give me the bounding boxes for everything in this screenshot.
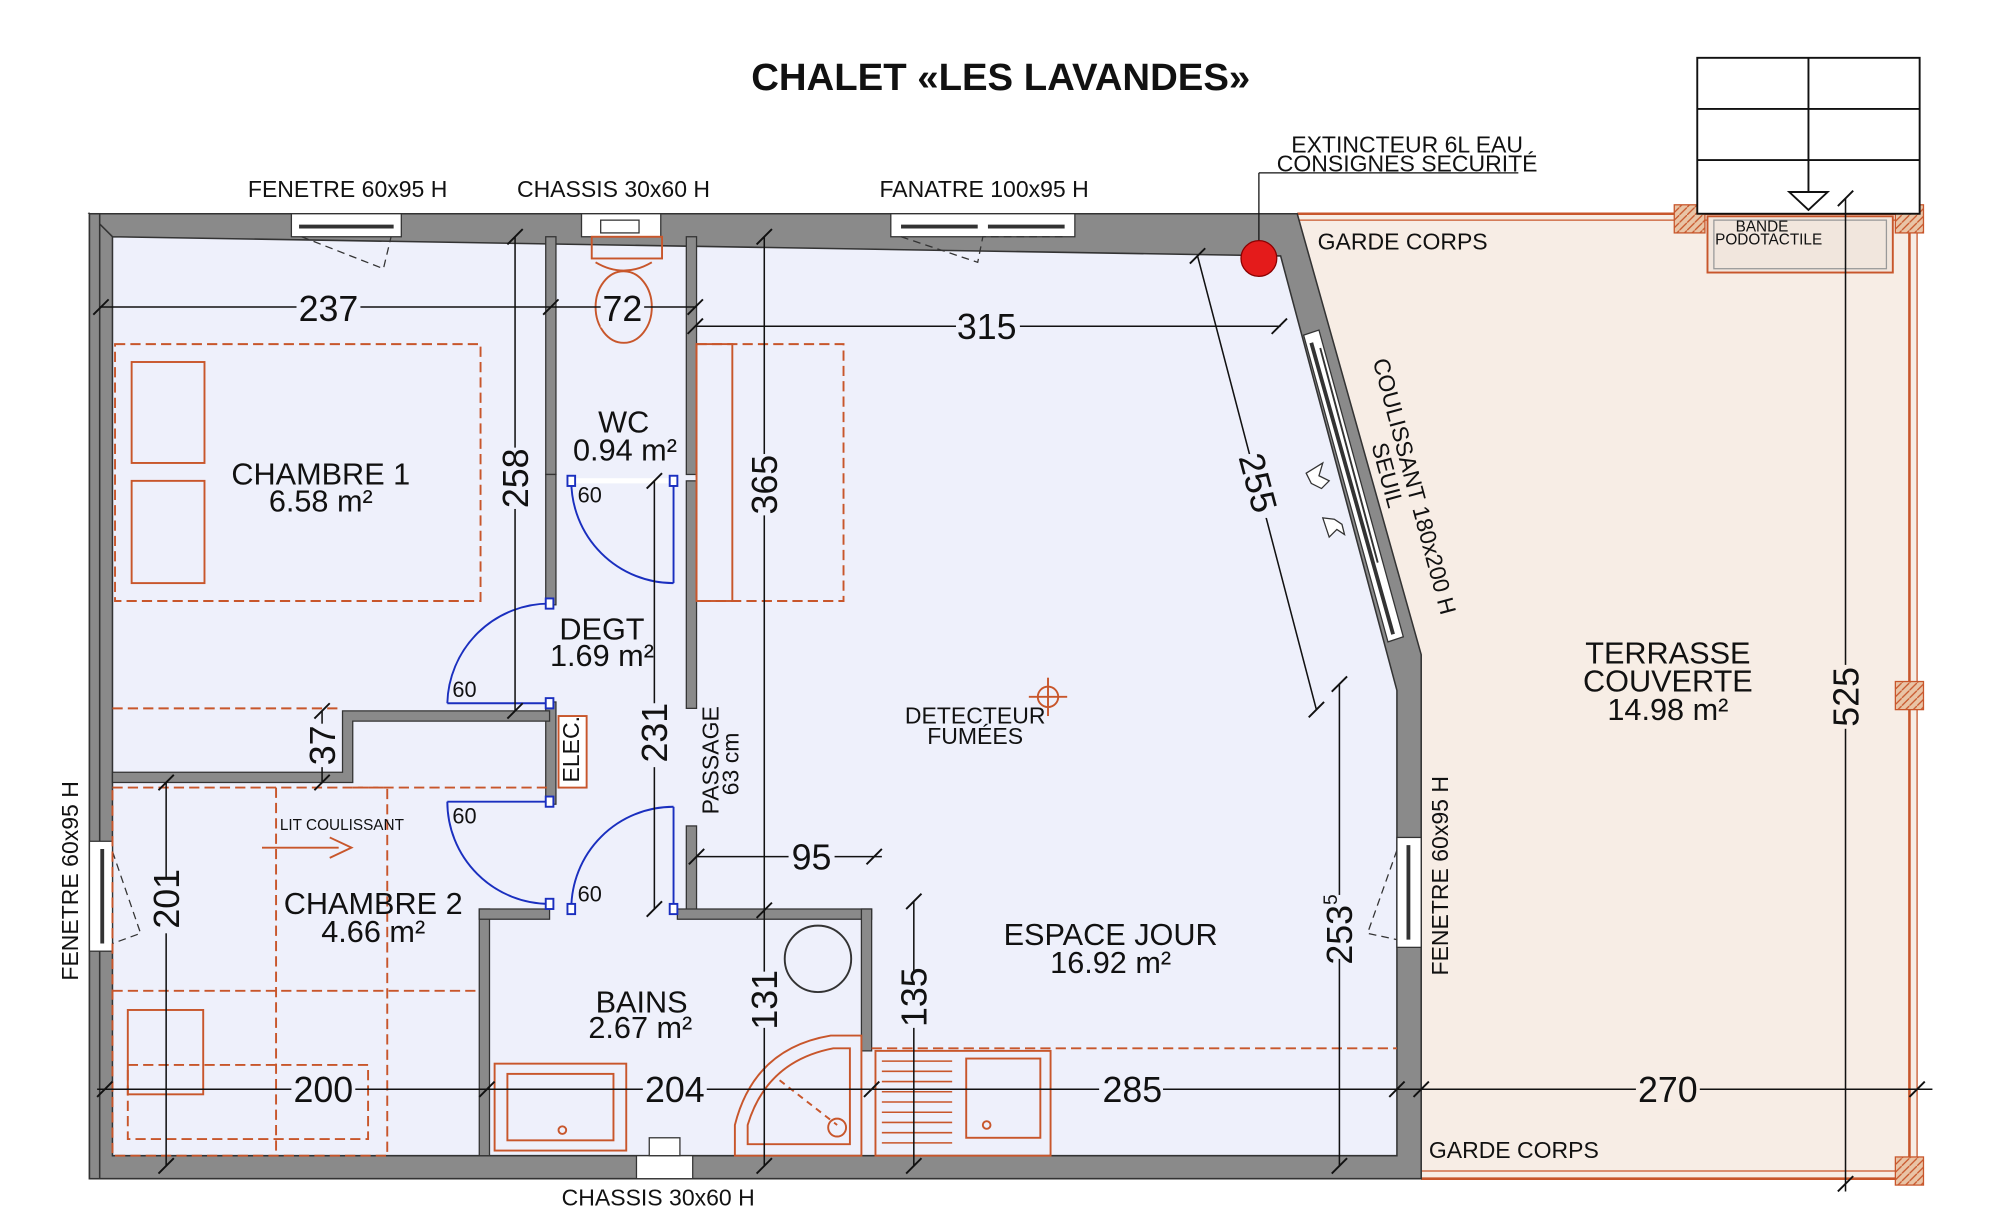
room-area-espace-jour: 16.92 m²	[1050, 946, 1171, 980]
room-name-espace-jour: ESPACE JOUR	[1004, 918, 1218, 952]
label-extincteur-1: EXTINCTEUR 6L EAU	[1291, 131, 1523, 157]
elec-label: ELEC.	[558, 716, 584, 782]
tactile-strip	[1706, 215, 1894, 274]
dim-285: 285	[1103, 1070, 1163, 1110]
label-garde-corps-bottom: GARDE CORPS	[1429, 1137, 1599, 1163]
sliding-door	[1302, 329, 1405, 643]
room-name-bains: BAINS	[596, 986, 688, 1020]
dim-131: 131	[745, 970, 785, 1030]
label-fanatre-top: FANATRE 100x95 H	[879, 176, 1088, 202]
room-area-degt: 1.69 m²	[550, 639, 654, 673]
room-area-bains: 2.67 m²	[588, 1011, 692, 1045]
label-fenetre-top: FENETRE 60x95 H	[248, 176, 447, 202]
dim-135: 135	[895, 967, 935, 1027]
room-name-chambre2: CHAMBRE 2	[284, 887, 463, 921]
label-garde-corps-top: GARDE CORPS	[1318, 229, 1488, 255]
dim-72: 72	[603, 289, 643, 329]
room-name-degt: DEGT	[559, 612, 644, 646]
dim-253-sup: 5	[1321, 894, 1342, 905]
window-espace-jour	[890, 213, 1076, 264]
window-bains	[635, 1137, 694, 1180]
dim-258: 258	[496, 448, 536, 508]
post	[1894, 1156, 1925, 1186]
dim-270: 270	[1638, 1070, 1698, 1110]
door-width-chambre2: 60	[452, 803, 476, 828]
dim-253-main: 253	[1320, 905, 1360, 965]
label-fenetre-right: FENETRE 60x95 H	[1427, 776, 1453, 975]
dim-201: 201	[147, 869, 187, 929]
label-detecteur-2: FUMÉES	[927, 723, 1023, 749]
dimension-ticks	[92, 190, 1926, 1193]
furniture	[111, 235, 1397, 1157]
door-width-wc: 60	[578, 483, 602, 508]
exterior-walls	[87, 211, 1422, 1180]
electrical-panel	[557, 715, 588, 789]
window-wc	[580, 213, 662, 238]
dim-365: 365	[745, 455, 785, 515]
dim-204: 204	[645, 1070, 705, 1110]
window-chambre2	[88, 840, 142, 952]
label-lit-coulissant: LIT COULISSANT	[280, 817, 405, 834]
label-detecteur-1: DETECTEUR	[905, 703, 1046, 729]
room-name-chambre1: CHAMBRE 1	[231, 458, 410, 492]
room-area-wc: 0.94 m²	[573, 433, 677, 467]
interior-floor	[89, 213, 1422, 1179]
room-area-chambre1: 6.58 m²	[269, 485, 373, 519]
dim-237: 237	[299, 289, 359, 329]
dim-37: 37	[303, 726, 343, 766]
label-extincteur-2: CONSIGNES SECURITÉ	[1277, 151, 1538, 177]
dim-253: 2535	[1320, 894, 1360, 964]
post	[1894, 680, 1925, 711]
door-width-chambre1: 60	[452, 677, 476, 702]
label-chassis-bottom: CHASSIS 30x60 H	[562, 1185, 755, 1211]
dim-525: 525	[1826, 667, 1866, 727]
window-espace-jour-right	[1366, 836, 1422, 948]
smoke-detector-icon	[1028, 677, 1068, 717]
stairs	[1696, 56, 1921, 215]
room-area-chambre2: 4.66 m²	[321, 915, 425, 949]
dim-95: 95	[792, 837, 832, 877]
label-fenetre-left: FENETRE 60x95 H	[57, 781, 83, 980]
room-name-wc: WC	[598, 405, 649, 439]
dim-231: 231	[635, 703, 675, 763]
label-chassis-top: CHASSIS 30x60 H	[517, 176, 710, 202]
label-passage-1: PASSAGE	[697, 706, 723, 814]
room-name-terrasse-2: COUVERTE	[1583, 665, 1753, 699]
dim-315: 315	[957, 307, 1017, 347]
label-podotactile: PODOTACTILE	[1715, 231, 1822, 248]
room-name-terrasse-1: TERRASSE	[1585, 637, 1750, 671]
dimension-label-bg	[146, 289, 1359, 1110]
dim-200: 200	[294, 1070, 354, 1110]
terrace	[1297, 56, 1925, 1186]
door-width-bains: 60	[578, 881, 602, 906]
window-chambre1	[290, 213, 402, 270]
label-bande: BANDE	[1736, 219, 1789, 236]
extinguisher-icon	[1240, 239, 1278, 278]
label-passage-2: 63 cm	[718, 733, 744, 796]
plan-title: CHALET «LES LAVANDES»	[751, 56, 1250, 99]
room-area-terrasse: 14.98 m²	[1607, 693, 1728, 727]
